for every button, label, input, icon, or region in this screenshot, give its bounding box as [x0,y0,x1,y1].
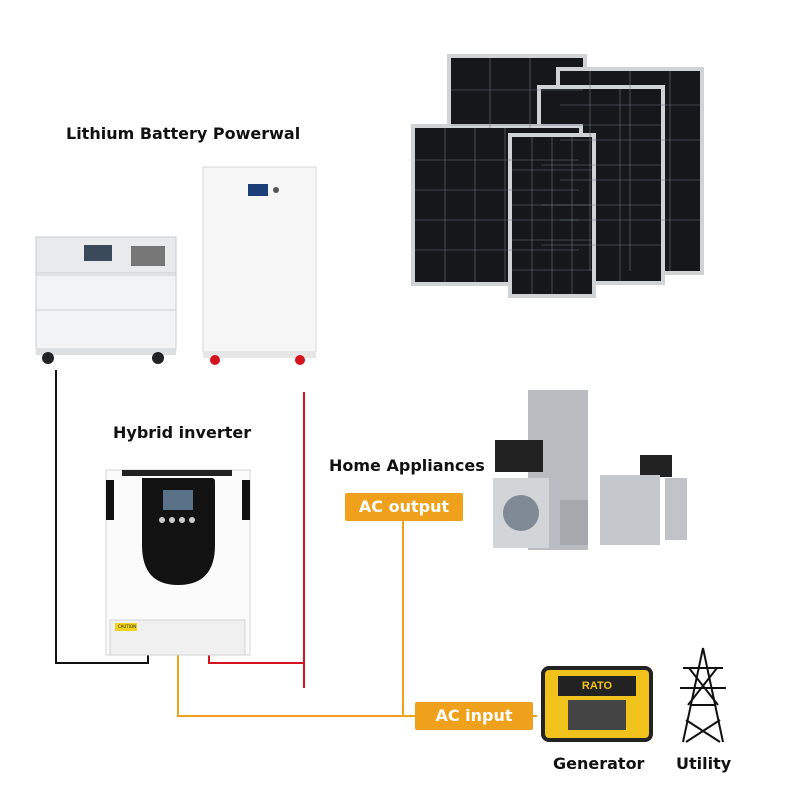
battery-module-stacked [35,236,177,364]
ac-output-tag: AC output [345,493,463,521]
black-wire [55,370,149,664]
utility-label: Utility [676,754,732,773]
generator [541,666,653,742]
inverter-label: Hybrid inverter [113,423,252,442]
caution-label: CAUTION [117,624,137,629]
ac-input-tag: AC input [415,702,533,730]
generator-label: Generator [553,754,645,773]
red-wire-2 [208,655,304,664]
battery-label: Lithium Battery Powerwal [66,124,301,143]
solar-panels [411,54,704,298]
hybrid-inverter [105,469,251,656]
utility-tower-icon [680,647,726,743]
appliances-label: Home Appliances [329,456,485,475]
battery-tower [202,166,317,365]
home-appliances [493,390,687,550]
generator-brand: RATO [581,680,613,692]
